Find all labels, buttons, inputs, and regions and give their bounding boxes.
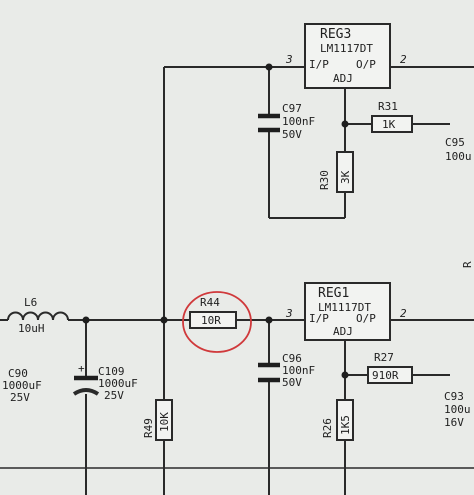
r31-resistor: R31 1K: [371, 100, 413, 133]
l6-value: 10uH: [18, 322, 45, 335]
reg3-in-pin: I/P: [309, 58, 329, 71]
l6-ref: L6: [24, 296, 37, 309]
l6-inductor: L6 10uH: [7, 296, 69, 335]
c97-value: 100nF: [282, 115, 315, 128]
c109-voltage: 25V: [104, 389, 124, 402]
reg3-part: LM1117DT: [320, 42, 373, 55]
reg3-pin-out-number: 2: [400, 53, 407, 66]
r49-value: 10K: [158, 412, 171, 432]
r44-value: 10R: [201, 314, 221, 327]
reg1-name: REG1: [318, 286, 349, 301]
c90-capacitor: C90 1000uF 25V: [2, 367, 42, 404]
r27-resistor: R27 910R: [367, 351, 413, 384]
c96-ref: C96: [282, 352, 302, 365]
r26-resistor: R26 1K5: [321, 399, 354, 441]
reg1-out-pin: O/P: [356, 312, 376, 325]
r27-ref: R27: [374, 351, 394, 364]
r44-resistor: R44 10R: [182, 291, 252, 353]
c93-value: 100u: [444, 403, 471, 416]
c109-capacitor: + C109 1000uF 25V: [72, 362, 138, 402]
c93-voltage: 16V: [444, 416, 464, 429]
r30-value: 3K: [339, 170, 352, 184]
highlight-circle: [182, 291, 252, 353]
reg1-pin-in-number: 3: [285, 307, 293, 320]
reg3-pin-in-number: 3: [285, 53, 293, 66]
c90-voltage: 25V: [10, 391, 30, 404]
r31-value: 1K: [382, 118, 396, 131]
c95-ref: C95: [445, 136, 465, 149]
r49-ref: R49: [142, 418, 155, 438]
r26-ref: R26: [321, 418, 334, 438]
reg3-name: REG3: [320, 27, 351, 42]
edge-mark: R: [461, 261, 474, 268]
c109-value: 1000uF: [98, 377, 138, 390]
r30-resistor: R30 3K: [318, 151, 354, 193]
r31-ref: R31: [378, 100, 398, 113]
r30-ref: R30: [318, 170, 331, 190]
reg1-in-pin: I/P: [309, 312, 329, 325]
c90-value: 1000uF: [2, 379, 42, 392]
reg1-pin-out-number: 2: [400, 307, 407, 320]
c96-capacitor: C96 100nF 50V: [258, 352, 315, 389]
c96-value: 100nF: [282, 364, 315, 377]
r44-ref: R44: [200, 296, 220, 309]
c97-capacitor: C97 100nF 50V: [258, 102, 315, 141]
reg3-out-pin: O/P: [356, 58, 376, 71]
reg3-regulator: REG3 LM1117DT I/P O/P ADJ 3 2: [285, 23, 407, 89]
c95-capacitor: C95 100u: [445, 136, 472, 163]
c90-ref: C90: [8, 367, 28, 380]
c97-voltage: 50V: [282, 128, 302, 141]
c93-ref: C93: [444, 390, 464, 403]
reg1-part: LM1117DT: [318, 301, 371, 314]
c96-voltage: 50V: [282, 376, 302, 389]
r27-value: 910R: [372, 369, 399, 382]
reg3-adj-pin: ADJ: [333, 72, 353, 85]
reg1-regulator: REG1 LM1117DT I/P O/P ADJ 3 2: [285, 282, 407, 341]
c93-capacitor: C93 100u 16V: [444, 390, 471, 429]
c109-plus: +: [78, 362, 85, 375]
c109-ref: C109: [98, 365, 125, 378]
junctions: [82, 63, 349, 379]
r49-resistor: R49 10K: [142, 399, 173, 441]
reg1-adj-pin: ADJ: [333, 325, 353, 338]
c97-ref: C97: [282, 102, 302, 115]
c95-value: 100u: [445, 150, 472, 163]
r26-value: 1K5: [339, 415, 352, 435]
